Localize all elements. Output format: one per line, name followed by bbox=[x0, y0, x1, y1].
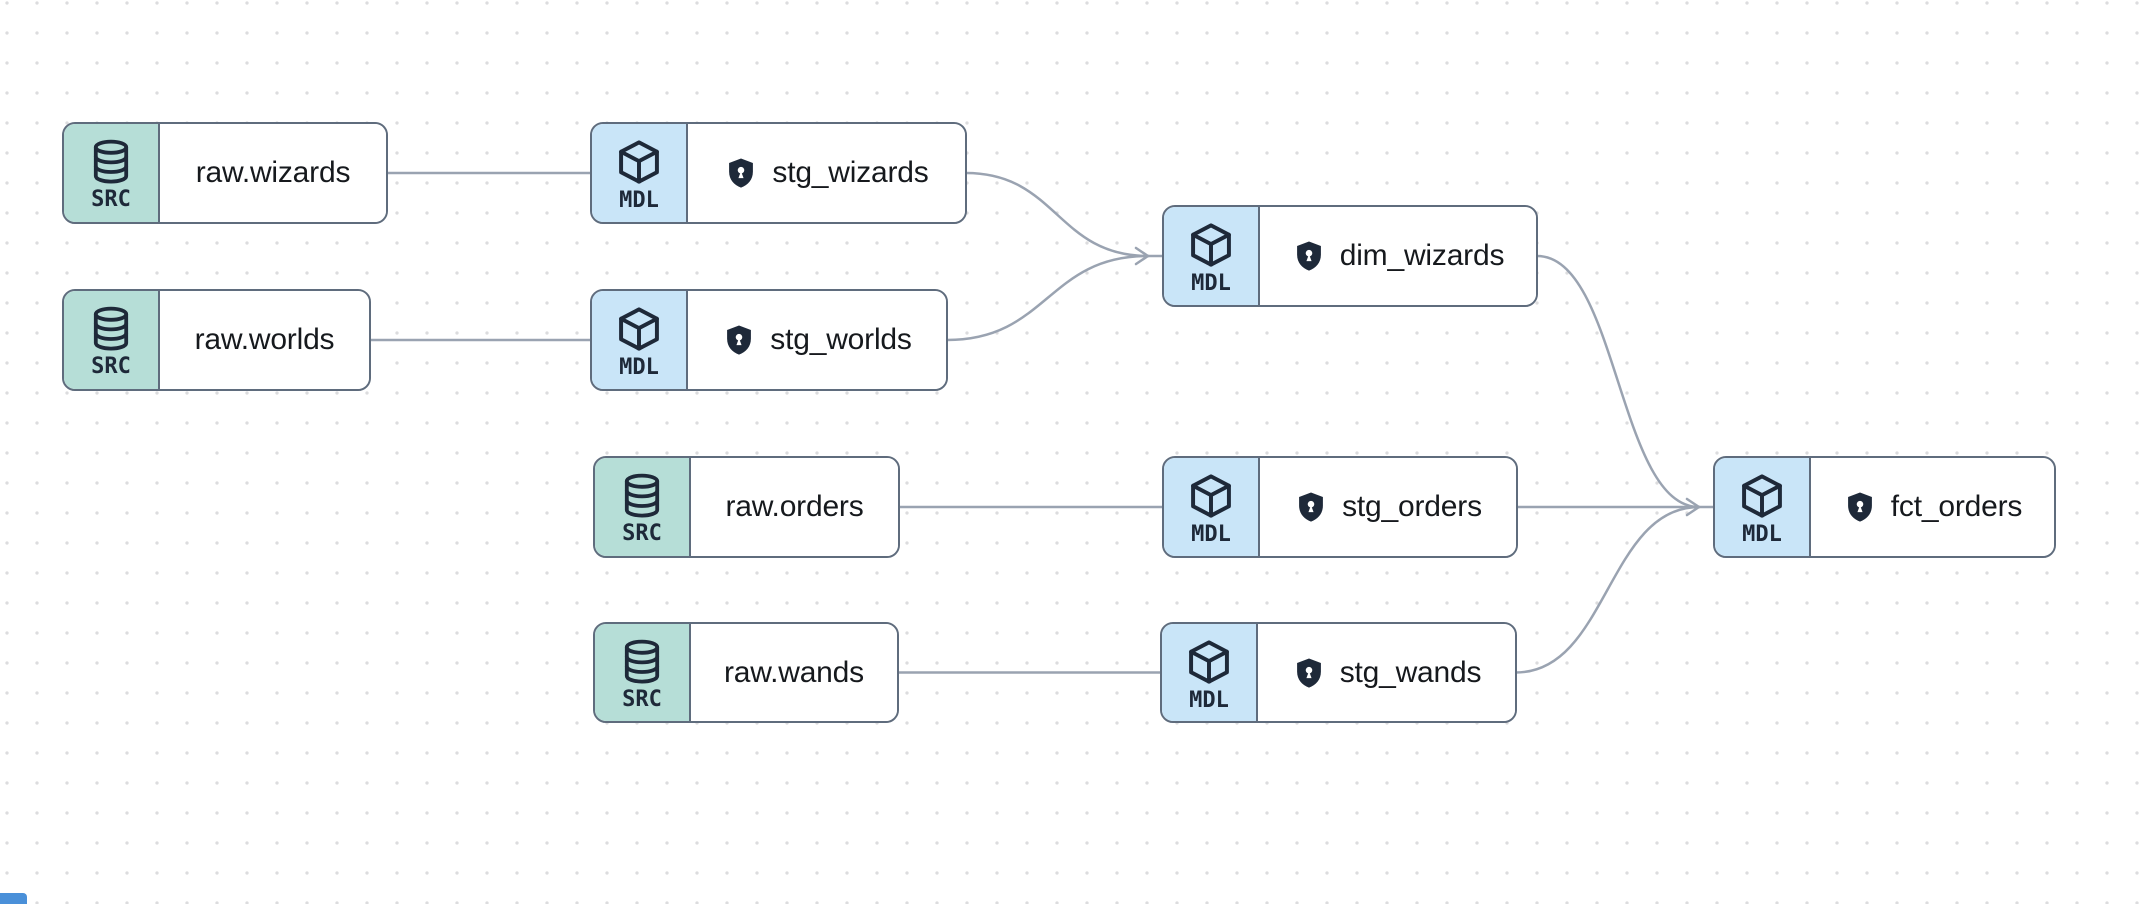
node-kind-label: SRC bbox=[622, 521, 662, 546]
shield-icon bbox=[722, 323, 756, 357]
node-kind-section: SRC bbox=[595, 624, 691, 721]
node-body: raw.worlds bbox=[160, 291, 369, 389]
node-title: raw.wands bbox=[724, 655, 864, 689]
node-kind-section: MDL bbox=[1164, 207, 1260, 305]
node-stg-worlds[interactable]: MDL stg_worlds bbox=[590, 289, 948, 391]
database-icon bbox=[618, 472, 666, 520]
node-stg-wands[interactable]: MDL stg_wands bbox=[1160, 622, 1517, 723]
node-title: raw.orders bbox=[725, 490, 864, 523]
shield-icon bbox=[1843, 490, 1877, 524]
edge-dim_wizards-fct_orders bbox=[1535, 254, 1701, 509]
node-kind-label: SRC bbox=[91, 354, 131, 379]
node-body: stg_wands bbox=[1258, 624, 1515, 721]
node-kind-label: MDL bbox=[1191, 271, 1231, 296]
cube-icon bbox=[614, 304, 664, 354]
edge-stg_wands-fct_orders bbox=[1514, 505, 1701, 674]
node-body: dim_wizards bbox=[1260, 207, 1536, 305]
shield-icon bbox=[1292, 656, 1326, 690]
node-kind-section: MDL bbox=[1162, 624, 1258, 721]
node-raw-wands[interactable]: SRC raw.wands bbox=[593, 622, 899, 723]
node-kind-label: MDL bbox=[1191, 522, 1231, 547]
cube-icon bbox=[1737, 471, 1787, 521]
edge-stg_worlds-dim_wizards bbox=[945, 254, 1150, 342]
viewport-control-partial[interactable] bbox=[0, 893, 27, 904]
node-title: stg_wizards bbox=[772, 156, 929, 189]
node-kind-label: MDL bbox=[619, 188, 659, 213]
node-title: raw.worlds bbox=[194, 323, 335, 356]
node-body: stg_wizards bbox=[688, 124, 965, 222]
node-kind-section: SRC bbox=[64, 124, 160, 222]
database-icon bbox=[87, 305, 135, 353]
node-body: raw.wands bbox=[691, 624, 897, 721]
node-kind-section: MDL bbox=[1715, 458, 1811, 556]
database-icon bbox=[618, 638, 666, 686]
shield-icon bbox=[1292, 239, 1326, 273]
cube-icon bbox=[614, 137, 664, 187]
node-body: fct_orders bbox=[1811, 458, 2054, 556]
node-title: stg_worlds bbox=[770, 323, 912, 356]
shield-icon bbox=[724, 156, 758, 190]
edge-arrowhead-fct_orders bbox=[1685, 497, 1701, 517]
node-body: stg_worlds bbox=[688, 291, 946, 389]
node-raw-worlds[interactable]: SRC raw.worlds bbox=[62, 289, 371, 391]
node-body: raw.wizards bbox=[160, 124, 386, 222]
node-fct-orders[interactable]: MDL fct_orders bbox=[1713, 456, 2056, 558]
edge-stg_wizards-dim_wizards bbox=[964, 171, 1150, 258]
node-title: stg_wands bbox=[1339, 655, 1482, 689]
node-stg-wizards[interactable]: MDL stg_wizards bbox=[590, 122, 967, 224]
node-kind-section: MDL bbox=[1164, 458, 1260, 556]
node-title: raw.wizards bbox=[195, 156, 351, 189]
node-stg-orders[interactable]: MDL stg_orders bbox=[1162, 456, 1518, 558]
node-title: stg_orders bbox=[1342, 490, 1482, 523]
edge-arrowhead-dim_wizards bbox=[1134, 246, 1150, 266]
node-kind-section: SRC bbox=[595, 458, 691, 556]
node-kind-label: MDL bbox=[1189, 687, 1229, 713]
node-kind-label: MDL bbox=[619, 355, 659, 380]
node-raw-wizards[interactable]: SRC raw.wizards bbox=[62, 122, 388, 224]
node-kind-section: MDL bbox=[592, 291, 688, 389]
shield-icon bbox=[1294, 490, 1328, 524]
node-body: stg_orders bbox=[1260, 458, 1516, 556]
cube-icon bbox=[1184, 637, 1234, 687]
node-kind-label: SRC bbox=[622, 686, 662, 712]
node-body: raw.orders bbox=[691, 458, 898, 556]
node-kind-label: SRC bbox=[91, 187, 131, 212]
node-kind-label: MDL bbox=[1742, 522, 1782, 547]
node-kind-section: SRC bbox=[64, 291, 160, 389]
node-title: fct_orders bbox=[1890, 490, 2023, 523]
database-icon bbox=[87, 138, 135, 186]
node-dim-wizards[interactable]: MDL dim_wizards bbox=[1162, 205, 1538, 307]
cube-icon bbox=[1186, 471, 1236, 521]
cube-icon bbox=[1186, 220, 1236, 270]
node-title: dim_wizards bbox=[1339, 239, 1505, 272]
node-raw-orders[interactable]: SRC raw.orders bbox=[593, 456, 900, 558]
node-kind-section: MDL bbox=[592, 124, 688, 222]
